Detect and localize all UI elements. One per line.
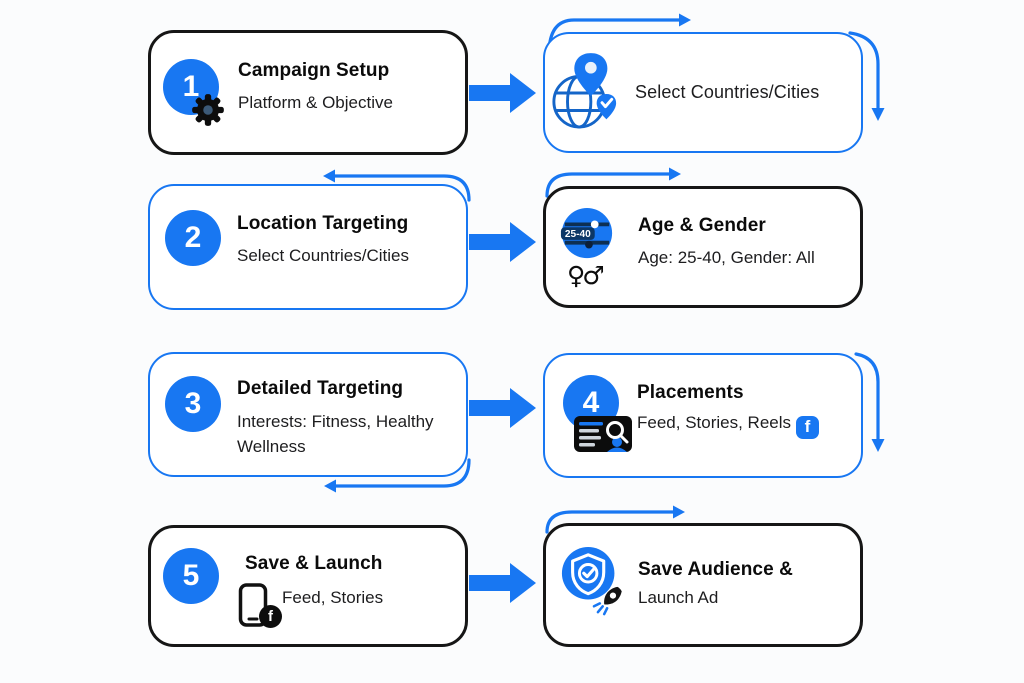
card-title: Save Audience & [638,559,793,580]
facebook-icon: f [796,415,820,439]
card-subtitle: Select Countries/Cities [237,246,409,265]
arrow-right-row4 [469,563,536,603]
step-number-badge: 3 [165,376,221,432]
card-title: Save & Launch [245,553,383,574]
card-select-countries: Select Countries/Cities [543,32,863,153]
step-number: 5 [182,559,200,592]
card-subtitle: Feed, Stories [282,588,384,607]
step-number: 1 [182,70,200,103]
card-location-targeting: 2 Location Targeting Select Countries/Ci… [148,184,468,310]
step-number-badge: 4 [563,375,619,431]
step-number-badge: 2 [165,210,221,266]
shield-check-rocket-icon [561,547,622,616]
step-arrows [469,73,536,603]
age-badge-label: 25-40 [565,229,591,240]
facebook-icon: f [259,605,282,628]
card-save-audience: Save Audience & Launch Ad [543,523,863,647]
card-subtitle: Feed, Stories, Reels [637,413,792,432]
card-subtitle: Interests: Fitness, Healthy Wellness [237,412,434,456]
card-subtitle: Age: 25-40, Gender: All [638,248,815,267]
gender-symbols-icon: ♀♂ [567,261,605,290]
age-slider-icon: 25-40 [560,207,613,259]
step-number-badge: 5 [163,548,219,604]
card-title: Select Countries/Cities [635,82,820,102]
card-subtitle: Platform & Objective [238,93,393,112]
card-campaign-setup: 1 Campaign Setup Platform & Objective [148,30,468,155]
card-save-launch: 5 Save & Launch f Feed, Stories [148,525,468,647]
card-title: Location Targeting [237,213,409,234]
arrow-right-row1 [469,73,536,113]
arrow-right-row2 [469,222,536,262]
audience-card-search-icon [574,416,632,452]
card-title: Detailed Targeting [237,378,404,399]
card-detailed-targeting: 3 Detailed Targeting Interests: Fitness,… [148,352,468,477]
card-subtitle: Launch Ad [638,588,719,607]
step-number: 3 [184,387,202,420]
card-age-gender: 25-40 ♀♂ Age & Gender Age: 25-40, Gender… [543,186,863,308]
gear-icon [192,94,224,126]
step-number: 2 [184,221,202,254]
globe-location-icon [552,53,617,129]
card-title: Campaign Setup [238,60,390,81]
arrow-right-row3 [469,388,536,428]
card-title: Age & Gender [638,215,766,236]
card-title: Placements [637,382,744,403]
step-number: 4 [582,386,600,419]
